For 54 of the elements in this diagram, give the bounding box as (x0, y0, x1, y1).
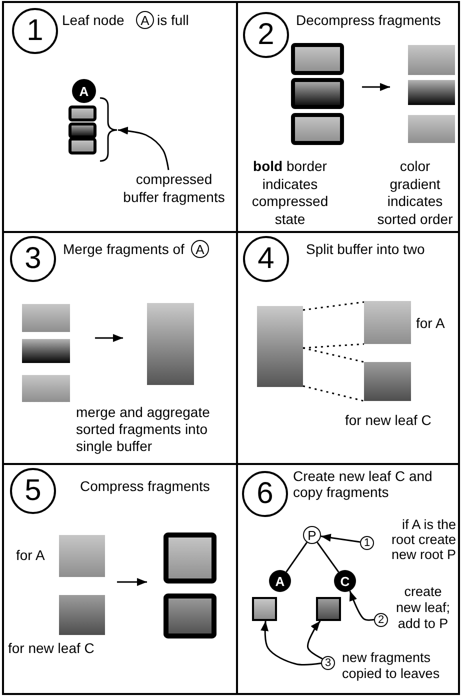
panel-title: Create new leaf C and copy fragments (293, 468, 434, 500)
step-number: 6 (242, 471, 288, 517)
buffer-block (147, 303, 194, 385)
tree-node: A (72, 79, 96, 103)
caption-text: bold border indicates compressed state (250, 158, 330, 228)
callout-number: 1 (360, 536, 374, 550)
panel-title: Decompress fragments (296, 12, 442, 29)
buffer-fragment (364, 362, 411, 401)
step-number: 4 (243, 236, 289, 282)
panel-title: is full (157, 12, 190, 29)
arrow (307, 620, 323, 660)
caption-text: color gradient indicates sorted order (376, 158, 454, 228)
step-panel (236, 1, 460, 233)
step-panel (236, 463, 460, 695)
tree-edge (286, 542, 308, 572)
projection-line (302, 347, 364, 363)
step-number: 3 (10, 236, 56, 282)
step-panel (2, 1, 238, 233)
callout-text: compressed buffer fragments (121, 170, 227, 210)
step-panel (2, 463, 238, 695)
tree-edge (316, 542, 340, 572)
caption-text: for A (416, 315, 446, 332)
node-symbol: A (136, 11, 154, 29)
step-number: 1 (12, 8, 58, 54)
caption-text: for new leaf C (8, 640, 96, 657)
arrow (260, 620, 322, 666)
node-symbol: A (191, 240, 209, 258)
tree-node: P (303, 526, 321, 544)
buffer-fragment (252, 597, 277, 621)
caption-text: if A is the root create new root P (390, 517, 456, 562)
panel-title: Leaf node (62, 12, 126, 29)
step-number: 5 (10, 468, 56, 514)
caption-text: for A (16, 547, 46, 564)
panel-title: Split buffer into two (306, 241, 426, 258)
arrow (320, 534, 360, 543)
caption-text: for new leaf C (345, 412, 432, 429)
callout-number: 2 (374, 613, 388, 627)
panel-title: Merge fragments of (63, 241, 186, 258)
buffer-fragment (364, 301, 411, 344)
curly-brace (99, 97, 118, 162)
callout-number: 3 (321, 656, 335, 670)
caption-text: merge and aggregate sorted fragments into single buffer (76, 404, 211, 455)
projection-line (302, 301, 364, 311)
caption-text: new fragments copied to leaves (342, 650, 441, 682)
caption-text: create new leaf; add to P (394, 584, 452, 632)
projection-line (302, 385, 364, 402)
buffer-block (257, 306, 303, 387)
projection-line (302, 343, 364, 349)
step-number: 2 (243, 12, 289, 58)
buffer-fragment (316, 597, 341, 621)
tree-node: A (269, 570, 291, 592)
tree-node: C (334, 570, 356, 592)
panel-title: Compress fragments (80, 478, 211, 495)
leader-line (118, 126, 170, 170)
